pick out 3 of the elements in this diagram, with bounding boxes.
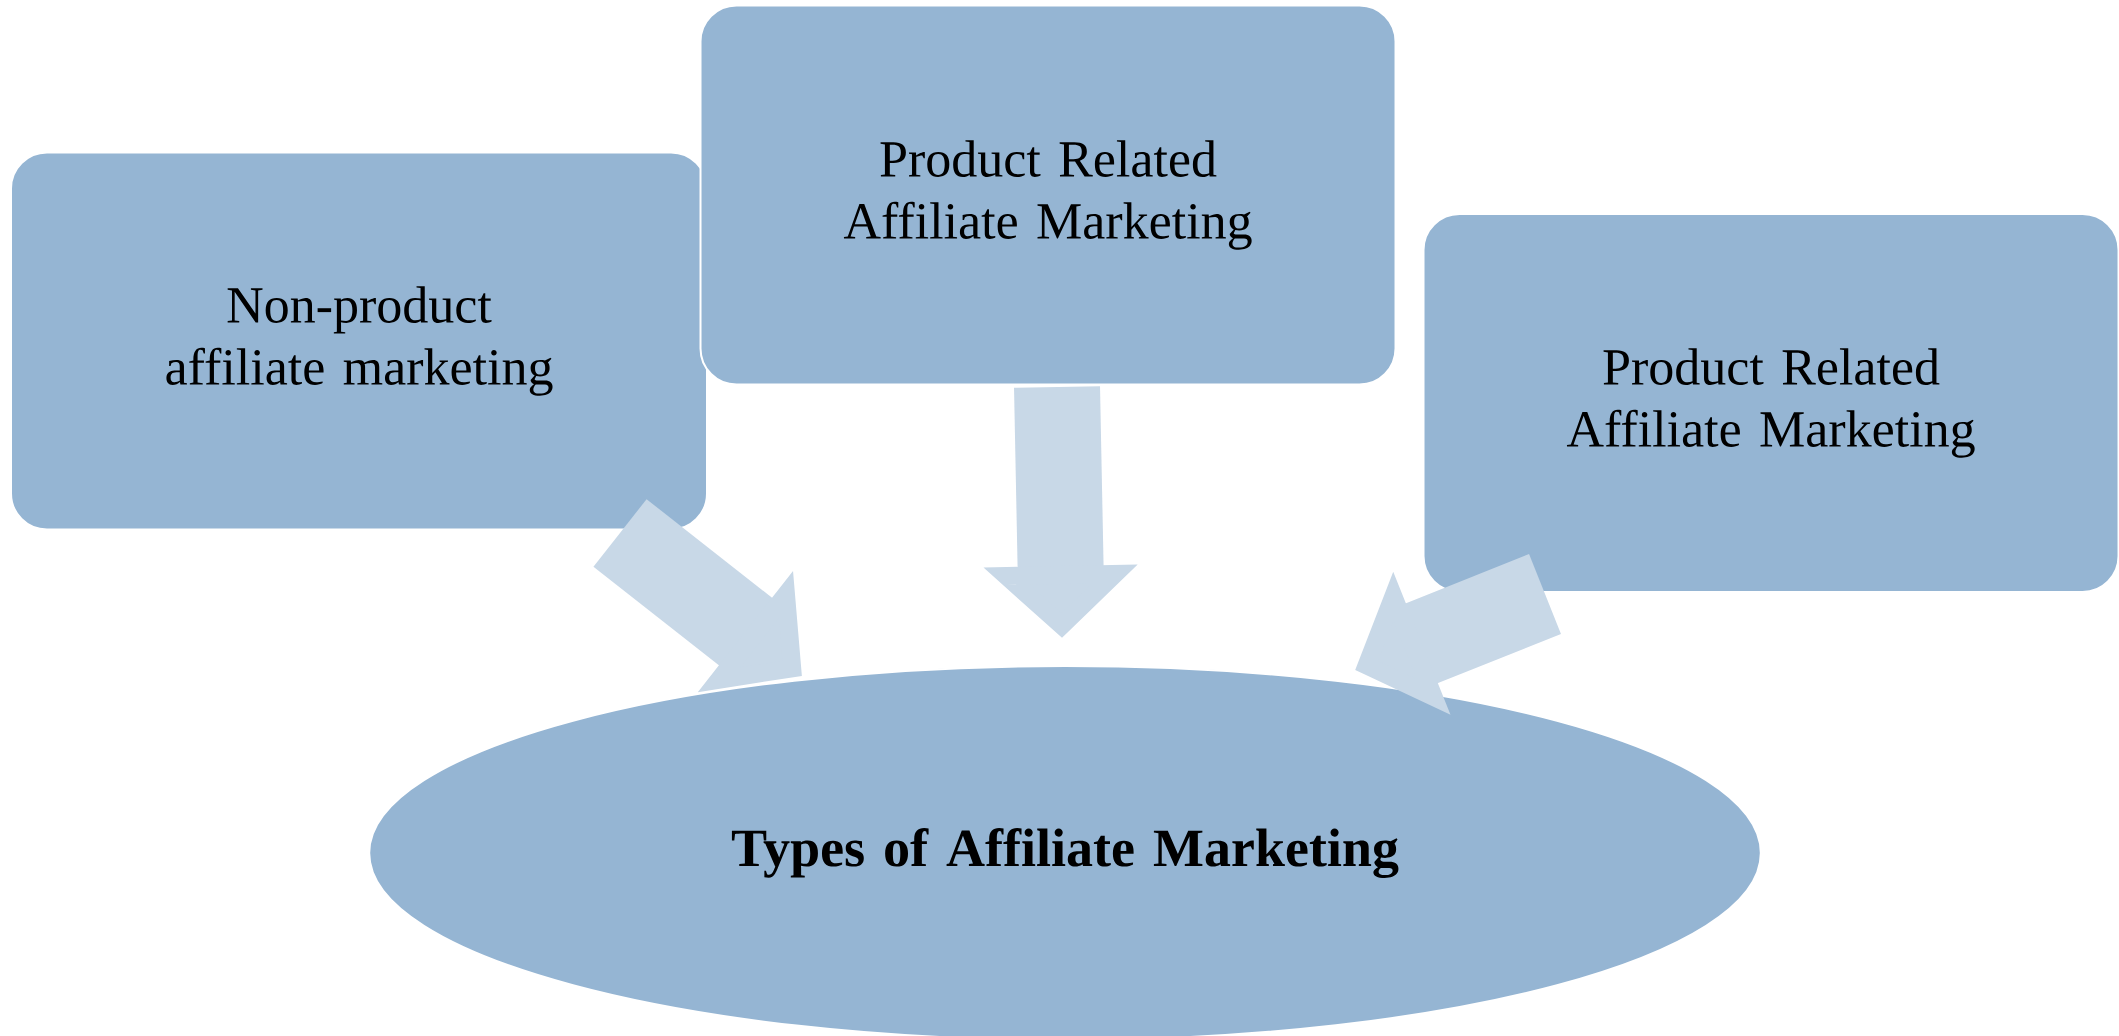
rounded-box: Product Related Affiliate Marketing: [1422, 213, 2119, 593]
rounded-box: Product Related Affiliate Marketing: [699, 4, 1397, 386]
rounded-box: Non-product affiliate marketing: [10, 151, 708, 531]
